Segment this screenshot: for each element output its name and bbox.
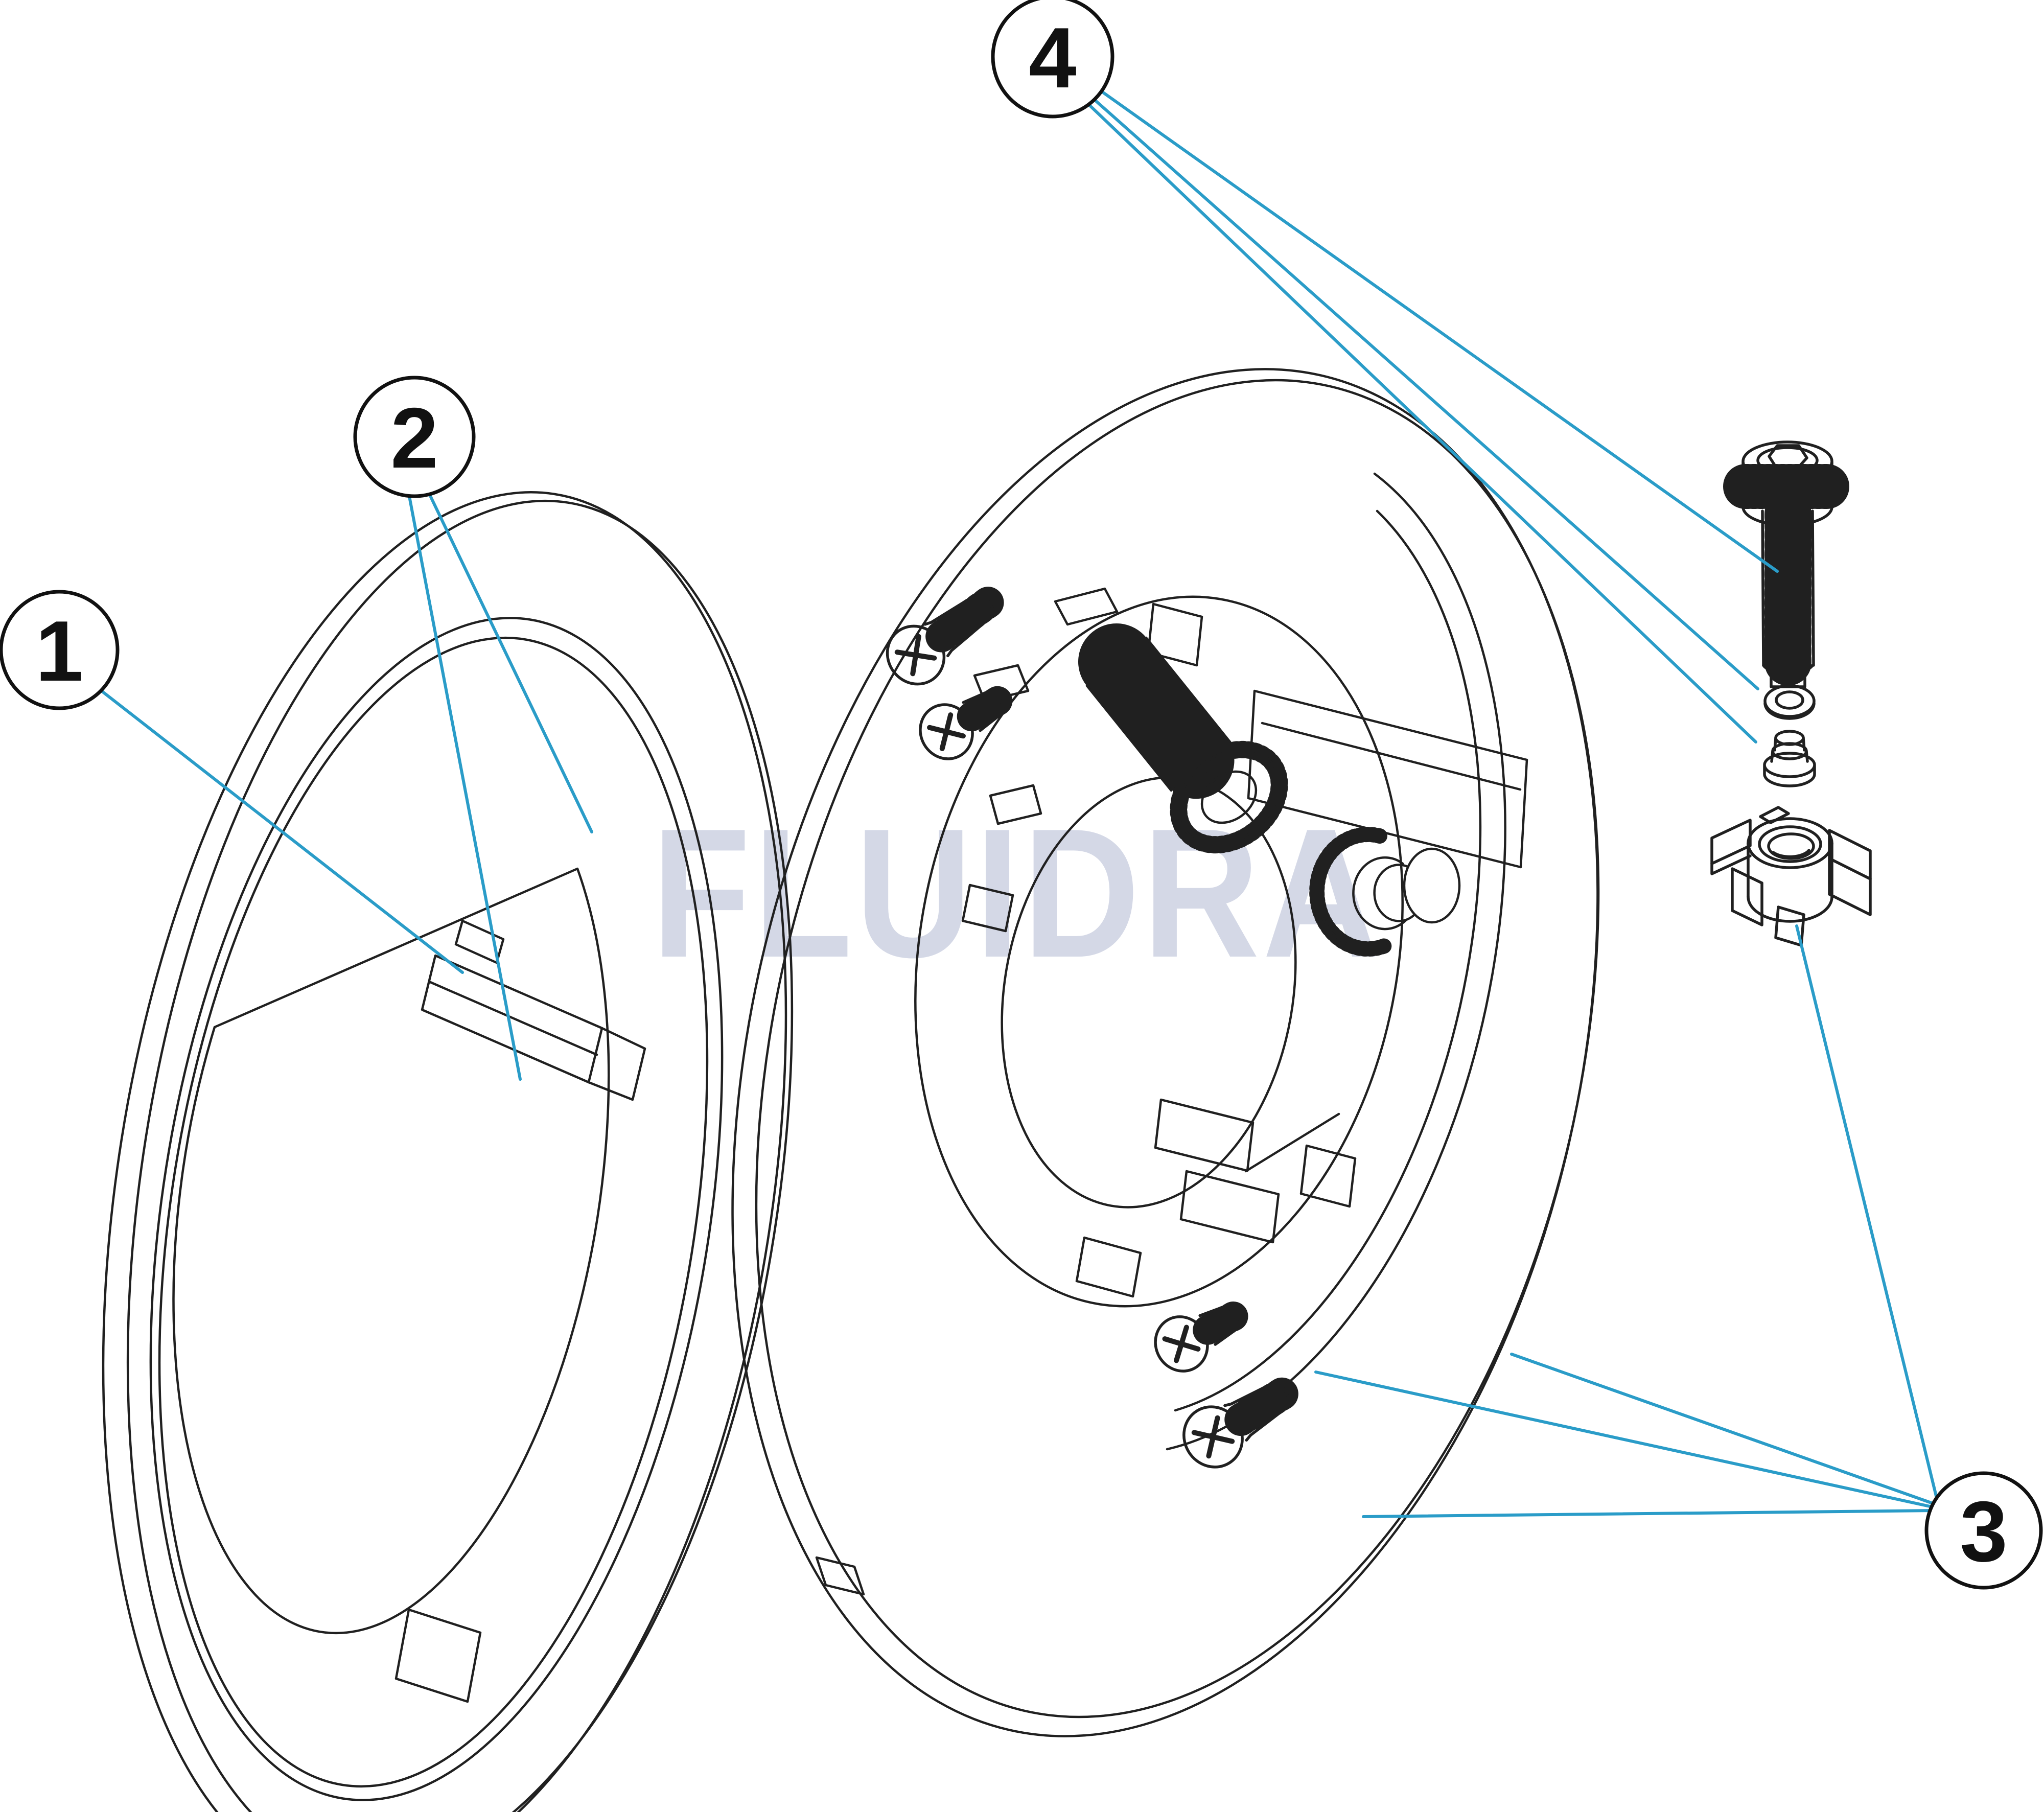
leader-3-short-screw bbox=[1314, 1370, 1936, 1509]
front-trim-ring bbox=[102, 491, 794, 1812]
screw-upper-long bbox=[886, 587, 1004, 686]
callout-1-label: 1 bbox=[35, 603, 83, 699]
leader-2-clip-area bbox=[407, 492, 522, 1081]
leader-4-washer bbox=[1090, 96, 1759, 690]
callout-4: 4 bbox=[991, 0, 1114, 119]
callout-3: 3 bbox=[1924, 1471, 2043, 1590]
screw-upper-short bbox=[919, 685, 1014, 760]
leader-lines bbox=[99, 86, 1939, 1518]
knurled-socket-bolt bbox=[1723, 440, 1852, 688]
washer bbox=[1763, 684, 1816, 720]
artwork bbox=[102, 368, 1872, 1812]
leader-3-ring-face bbox=[1510, 1353, 1937, 1506]
grommet-plug bbox=[1763, 730, 1816, 787]
callout-2: 2 bbox=[353, 376, 476, 498]
leader-2-ring-face bbox=[427, 490, 593, 833]
leader-3-cage-nut bbox=[1795, 924, 1939, 1504]
installed-clamp-bolt bbox=[1078, 623, 1288, 854]
leader-4-bolt bbox=[1095, 86, 1779, 573]
callout-1: 1 bbox=[0, 590, 120, 710]
leader-4-grommet bbox=[1086, 102, 1757, 744]
callout-3-label: 3 bbox=[1960, 1483, 2007, 1579]
leader-3-long-screw bbox=[1362, 1509, 1936, 1518]
trim-ring-clip-bar bbox=[421, 919, 646, 1101]
screw-lower-long bbox=[1182, 1376, 1301, 1469]
callout-2-label: 2 bbox=[390, 390, 438, 486]
screw-lower-short bbox=[1154, 1302, 1248, 1373]
callout-4-label: 4 bbox=[1029, 10, 1076, 106]
cage-nut bbox=[1710, 806, 1872, 947]
niche-body-assembly bbox=[914, 587, 1528, 1308]
leader-1-clip-bar bbox=[99, 688, 464, 974]
knurled-side-knob bbox=[1309, 827, 1461, 957]
